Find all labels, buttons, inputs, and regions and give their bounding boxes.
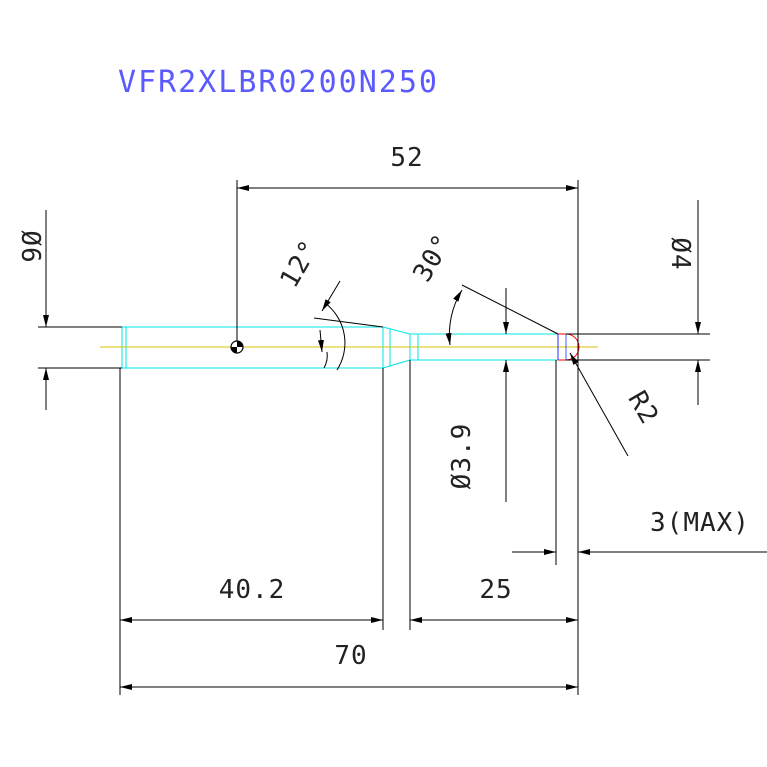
datum-point-icon [230,340,244,354]
dim-40-2-label: 40.2 [219,575,286,605]
radius-r2-label: R2 [622,386,665,430]
dim-70-label: 70 [334,641,367,671]
angle-12-label: 12° [275,235,326,293]
dim-dia-4-label: Ø4 [665,237,695,270]
dim-dia-3-9-label: Ø3.9 [447,423,477,490]
part-number-title: VFR2XLBR0200N250 [118,65,439,100]
dimension-lines [38,180,767,695]
dim-25-label: 25 [479,575,512,605]
max-depth-label: 3(MAX) [650,508,750,538]
dim-52-label: 52 [390,143,423,173]
angle-30-label: 30° [408,229,459,287]
dim-dia-6-label: Ø6 [15,230,45,263]
